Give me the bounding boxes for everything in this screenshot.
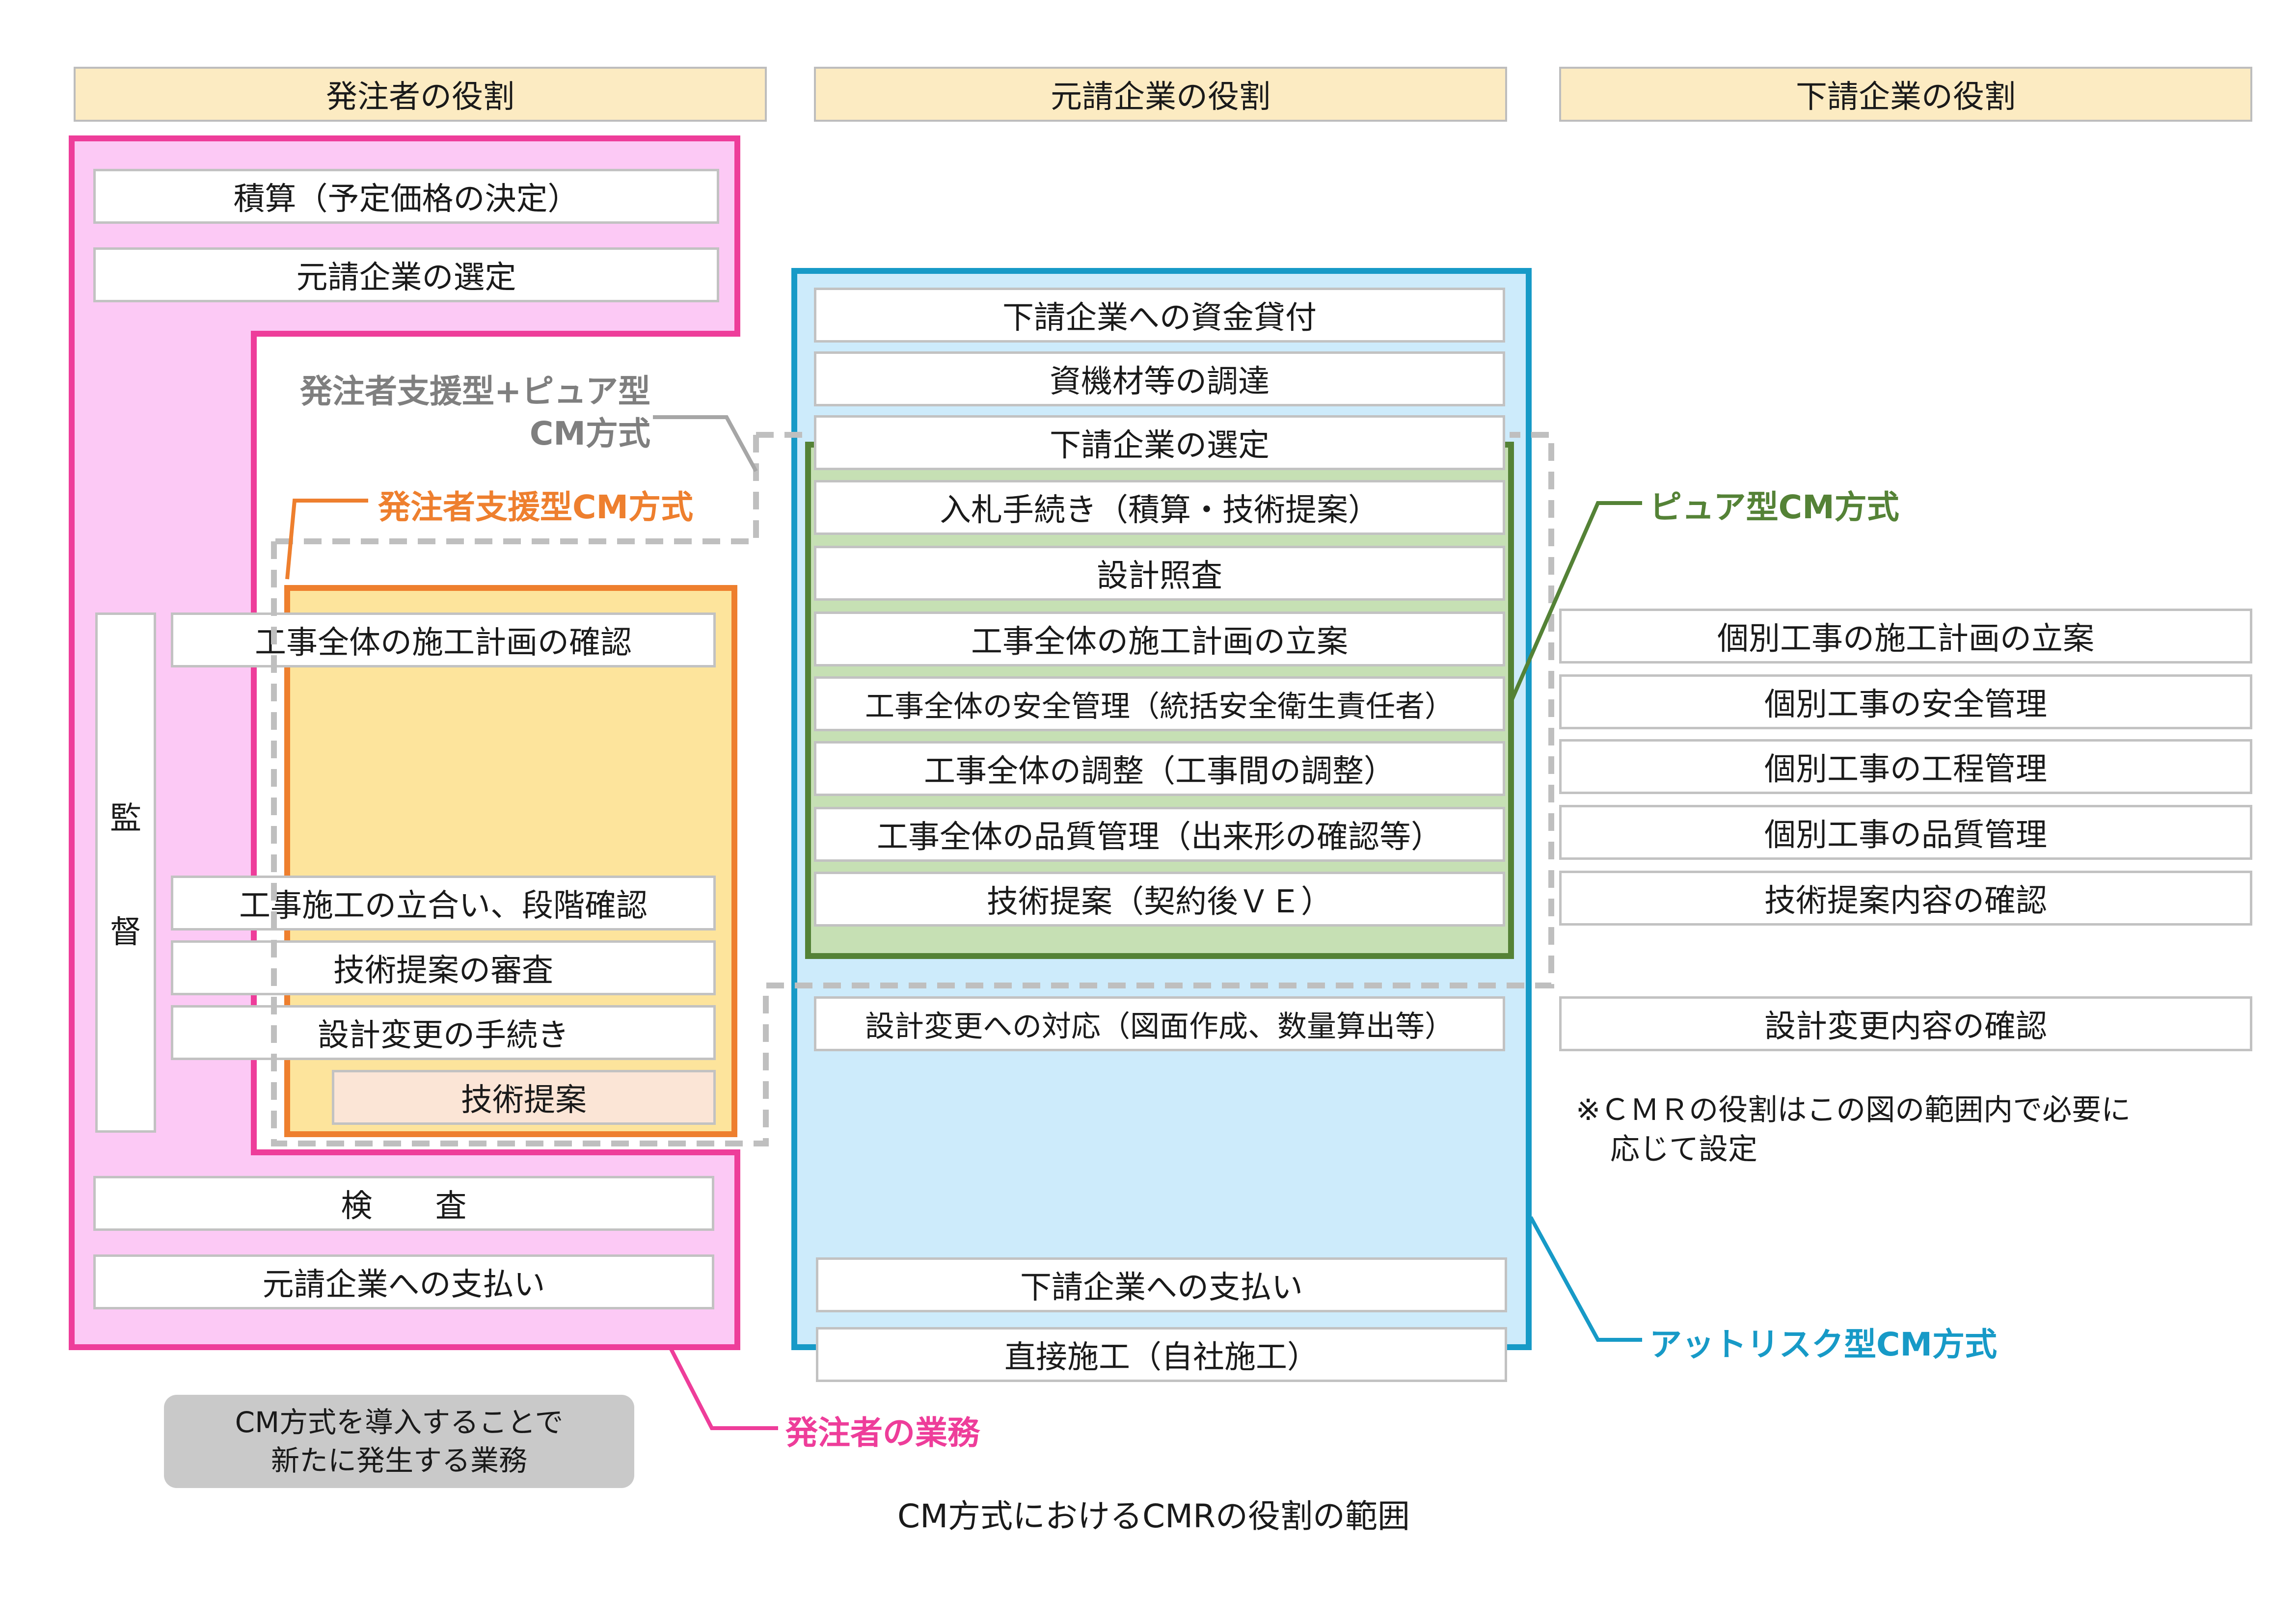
sub-item-1: 個別工事の安全管理 xyxy=(1559,674,2252,729)
supervision-char-2: 督 xyxy=(110,914,141,951)
client-select-prime: 元請企業の選定 xyxy=(93,247,719,302)
prime-item-11: 下請企業への支払い xyxy=(816,1257,1507,1312)
label-support-pure-line-2: CM方式 xyxy=(529,415,650,452)
prime-item-2: 下請企業の選定 xyxy=(814,415,1505,470)
support-pure-leader xyxy=(653,415,758,472)
prime-item-3: 入札手続き（積算・技術提案） xyxy=(814,480,1505,535)
client-plan-check: 工事全体の施工計画の確認 xyxy=(171,612,716,667)
client-duties-leader xyxy=(668,1346,778,1430)
label-client-duties: 発注者の業務 xyxy=(785,1414,980,1452)
sub-item-3: 個別工事の品質管理 xyxy=(1559,805,2252,860)
cmr-note-line-2: 応じて設定 xyxy=(1610,1132,1757,1167)
sub-item-0: 個別工事の施工計画の立案 xyxy=(1559,609,2252,664)
prime-item-8: 工事全体の品質管理（出来形の確認等） xyxy=(814,807,1505,862)
prime-item-4: 設計照査 xyxy=(814,546,1505,601)
client-tech-review: 技術提案の審査 xyxy=(171,940,716,995)
cmr-note-line-1: ※ＣＭＲの役割はこの図の範囲内で必要に xyxy=(1576,1093,2131,1127)
prime-item-1: 資機材等の調達 xyxy=(814,351,1505,406)
prime-item-10: 設計変更への対応（図面作成、数量算出等） xyxy=(814,996,1505,1051)
prime-item-0: 下請企業への資金貸付 xyxy=(814,288,1505,343)
cmr-note: ※ＣＭＲの役割はこの図の範囲内で必要に 応じて設定 xyxy=(1576,1091,2131,1169)
label-pure: ピュア型CM方式 xyxy=(1649,488,1899,526)
label-at-risk: アットリスク型CM方式 xyxy=(1649,1326,1998,1363)
prime-item-7: 工事全体の調整（工事間の調整） xyxy=(814,741,1505,796)
support-leader xyxy=(285,499,368,580)
header-sub: 下請企業の役割 xyxy=(1559,67,2252,122)
supervision-char-1: 監 xyxy=(110,800,141,837)
client-inspection: 検 査 xyxy=(93,1176,714,1231)
header-prime: 元請企業の役割 xyxy=(814,67,1507,122)
label-support: 発注者支援型CM方式 xyxy=(378,488,694,526)
client-duties-region xyxy=(69,135,740,1350)
header-client: 発注者の役割 xyxy=(74,67,767,122)
client-tech-proposal: 技術提案 xyxy=(332,1070,716,1125)
sub-item-5: 設計変更内容の確認 xyxy=(1559,996,2252,1051)
legend-line-2: 新たに発生する業務 xyxy=(270,1444,527,1477)
client-payment: 元請企業への支払い xyxy=(93,1254,714,1309)
sub-item-2: 個別工事の工程管理 xyxy=(1559,739,2252,794)
client-estimate: 積算（予定価格の決定） xyxy=(93,169,719,224)
prime-item-9: 技術提案（契約後ＶＥ） xyxy=(814,872,1505,927)
label-support-pure: 発注者支援型+ピュア型 CM方式 xyxy=(268,371,650,455)
at-risk-leader xyxy=(1529,1216,1642,1342)
client-witness: 工事施工の立合い、段階確認 xyxy=(171,876,716,931)
pure-leader xyxy=(1509,501,1642,703)
supervision-box: 監 督 xyxy=(95,612,156,1133)
legend-line-1: CM方式を導入することで xyxy=(235,1406,564,1439)
legend-new-duties: CM方式を導入することで 新たに発生する業務 xyxy=(164,1395,634,1488)
prime-item-12: 直接施工（自社施工） xyxy=(816,1327,1507,1382)
client-design-change: 設計変更の手続き xyxy=(171,1005,716,1060)
prime-item-5: 工事全体の施工計画の立案 xyxy=(814,612,1505,666)
sub-item-4: 技術提案内容の確認 xyxy=(1559,871,2252,926)
prime-item-6: 工事全体の安全管理（統括安全衛生責任者） xyxy=(814,676,1505,731)
label-support-pure-line-1: 発注者支援型+ピュア型 xyxy=(300,372,650,410)
figure-caption: CM方式におけるCMRの役割の範囲 xyxy=(897,1497,1410,1535)
